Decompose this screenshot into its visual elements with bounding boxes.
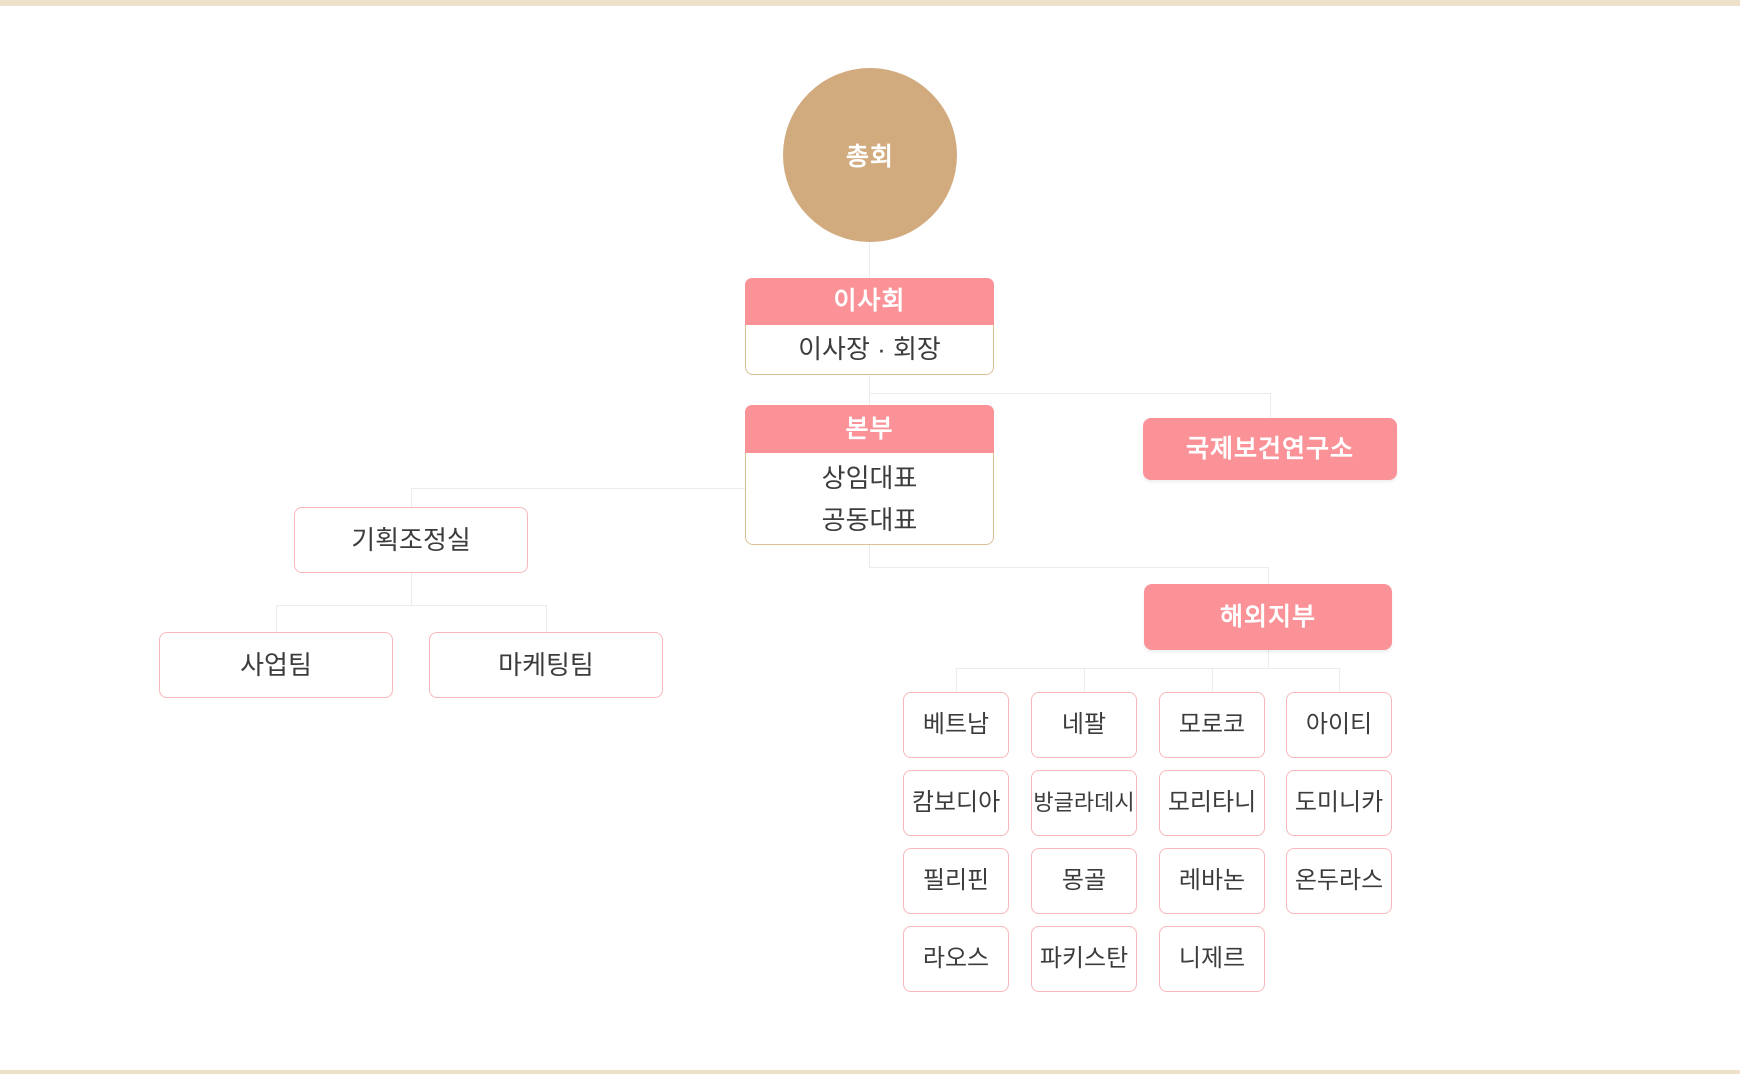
connector-col2 <box>1084 668 1085 692</box>
org-node-country-philippines: 필리핀 <box>903 848 1009 914</box>
connector-hq-left-h <box>411 488 745 489</box>
connector-col4 <box>1339 668 1340 692</box>
connector-overseas-down <box>1268 650 1269 668</box>
org-node-board: 이사회 이사장 · 회장 <box>745 278 994 375</box>
connector-to-marketing-team <box>546 605 547 632</box>
connector-col1 <box>956 668 957 692</box>
org-node-general-assembly: 총회 <box>783 68 957 242</box>
connector-to-overseas <box>1268 567 1269 584</box>
org-node-country-laos: 라오스 <box>903 926 1009 992</box>
connector-col3 <box>1212 668 1213 692</box>
top-accent-bar <box>0 0 1740 6</box>
connector-to-research-institute <box>1270 393 1271 418</box>
org-node-country-dominica: 도미니카 <box>1286 770 1392 836</box>
connector-teams-h <box>276 605 546 606</box>
org-node-country-morocco: 모로코 <box>1159 692 1265 758</box>
connector-countries-h <box>956 668 1339 669</box>
org-node-marketing-team: 마케팅팀 <box>429 632 663 698</box>
board-title: 이사회 <box>745 278 994 325</box>
general-assembly-label: 총회 <box>845 143 894 171</box>
org-node-country-mongolia: 몽골 <box>1031 848 1137 914</box>
connector-board-to-hq <box>869 375 870 405</box>
org-node-country-niger: 니제르 <box>1159 926 1265 992</box>
connector-hq-right-h <box>869 567 1268 568</box>
org-node-country-cambodia: 캄보디아 <box>903 770 1009 836</box>
connector-root-to-board <box>869 242 870 278</box>
org-node-country-pakistan: 파키스탄 <box>1031 926 1137 992</box>
org-node-planning-office: 기획조정실 <box>294 507 528 573</box>
org-node-country-bangladesh: 방글라데시 <box>1031 770 1137 836</box>
org-node-country-nepal: 네팔 <box>1031 692 1137 758</box>
org-node-country-vietnam: 베트남 <box>903 692 1009 758</box>
headquarters-members: 상임대표 공동대표 <box>745 453 994 545</box>
org-node-country-honduras: 온두라스 <box>1286 848 1392 914</box>
headquarters-title: 본부 <box>745 405 994 453</box>
connector-board-branch-h <box>869 393 1270 394</box>
org-node-business-team: 사업팀 <box>159 632 393 698</box>
headquarters-member: 공동대표 <box>821 505 918 535</box>
org-node-country-haiti: 아이티 <box>1286 692 1392 758</box>
headquarters-member: 상임대표 <box>821 463 918 493</box>
connector-hq-down <box>869 545 870 567</box>
connector-planning-down <box>411 573 412 605</box>
org-node-research-institute: 국제보건연구소 <box>1143 418 1397 480</box>
org-node-country-mauritania: 모리타니 <box>1159 770 1265 836</box>
org-node-country-lebanon: 레바논 <box>1159 848 1265 914</box>
bottom-accent-bar <box>0 1070 1740 1074</box>
connector-to-business-team <box>276 605 277 632</box>
connector-to-planning-office <box>411 488 412 507</box>
org-node-headquarters: 본부 상임대표 공동대표 <box>745 405 994 545</box>
board-subtitle: 이사장 · 회장 <box>745 325 994 375</box>
org-node-overseas-branches: 해외지부 <box>1144 584 1392 650</box>
